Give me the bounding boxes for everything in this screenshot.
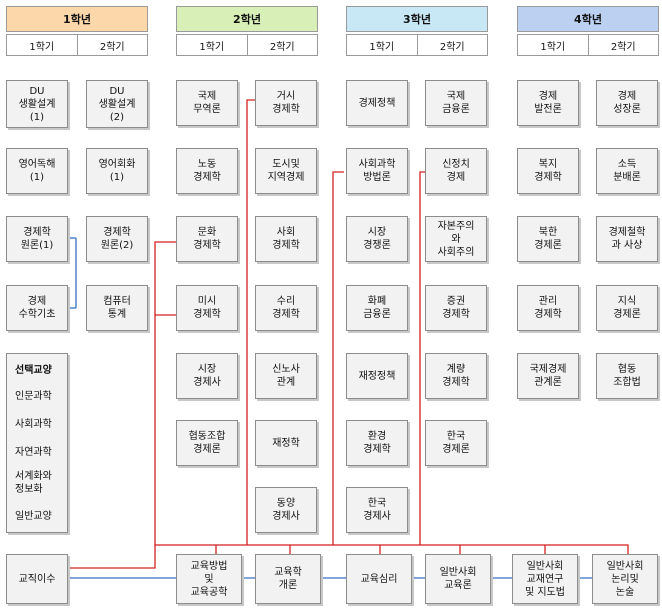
semester-row-year-3: 1학기 2학기 <box>346 34 488 56</box>
course-securities: 증권 경제학 <box>425 285 487 331</box>
course-philosophy: 경제철학 과 사상 <box>596 216 658 262</box>
course-korean-hist: 한국 경제사 <box>346 487 408 533</box>
course-soc-method: 사회과학 방법론 <box>346 148 408 194</box>
year-header-2: 2학년 <box>176 6 318 32</box>
semester-2: 2학기 <box>416 35 488 55</box>
course-computer-stats: 컴퓨터 통계 <box>86 285 148 331</box>
course-welfare: 복지 경제학 <box>517 148 579 194</box>
course-macro: 거시 경제학 <box>255 80 317 126</box>
course-fiscal-policy: 재정정책 <box>346 353 408 399</box>
course-development: 경제 발전론 <box>517 80 579 126</box>
course-econometrics: 계량 경제학 <box>425 353 487 399</box>
teaching-course-soc-edu: 일반사회 교육론 <box>425 554 491 604</box>
course-eng-conv: 영어회화 (1) <box>86 148 148 194</box>
teaching-course-intro: 교육학 개론 <box>255 554 321 604</box>
elective-item: 일반교양 <box>15 511 52 522</box>
elective-panel: 선택교양 인문과학 사회과학 자연과학 서계화와 정보화 일반교양 <box>6 353 68 533</box>
year-header-4: 4학년 <box>517 6 659 32</box>
course-social-econ: 사회 경제학 <box>255 216 317 262</box>
semester-2: 2학기 <box>76 35 148 55</box>
year-header-1: 1학년 <box>6 6 148 32</box>
course-environment: 환경 경제학 <box>346 420 408 466</box>
course-econ-policy: 경제정책 <box>346 80 408 126</box>
course-nk: 북한 경제론 <box>517 216 579 262</box>
course-growth: 경제 성장론 <box>596 80 658 126</box>
red-connectors <box>70 99 629 569</box>
course-du2: DU 생활설계 (2) <box>86 80 148 128</box>
semester-1: 1학기 <box>199 41 225 53</box>
year-header-3: 3학년 <box>346 6 488 32</box>
course-culture: 문화 경제학 <box>176 216 238 262</box>
teaching-course-methods: 교육방법 및 교육공학 <box>176 554 242 604</box>
elective-item: 사회과학 <box>15 419 52 430</box>
course-east-hist: 동양 경제사 <box>255 487 317 533</box>
teaching-course-materials: 일반사회 교재연구 및 지도법 <box>512 554 578 604</box>
course-finance: 재정학 <box>255 420 317 466</box>
course-knowledge: 지식 경제론 <box>596 285 658 331</box>
teaching-course-logic: 일반사회 논리및 논술 <box>592 554 658 604</box>
course-market-comp: 시장 경쟁론 <box>346 216 408 262</box>
course-intl-relations: 국제경제 관계론 <box>517 353 579 399</box>
teaching-track-label: 교직이수 <box>6 554 68 604</box>
course-micro: 미시 경제학 <box>176 285 238 331</box>
semester-1: 1학기 <box>369 41 395 53</box>
elective-item: 서계화와 정보화 <box>15 471 52 495</box>
course-coop: 협동조합 경제론 <box>176 420 238 466</box>
course-korean-econ: 한국 경제론 <box>425 420 487 466</box>
course-du1: DU 생활설계 (1) <box>6 80 68 128</box>
semester-1: 1학기 <box>540 41 566 53</box>
course-econ-intro1: 경제학 원론(1) <box>6 216 68 262</box>
semester-2: 2학기 <box>246 35 318 55</box>
elective-item: 인문과학 <box>15 391 52 402</box>
course-intl-finance: 국제 금융론 <box>425 80 487 126</box>
semester-2: 2학기 <box>587 35 659 55</box>
course-coop-law: 협동 조합법 <box>596 353 658 399</box>
elective-title: 선택교양 <box>15 365 52 376</box>
course-math-econ: 수리 경제학 <box>255 285 317 331</box>
semester-1: 1학기 <box>29 41 55 53</box>
course-management: 관리 경제학 <box>517 285 579 331</box>
semester-row-year-4: 1학기 2학기 <box>517 34 659 56</box>
semester-row-year-2: 1학기 2학기 <box>176 34 318 56</box>
course-intl-trade: 국제 무역론 <box>176 80 238 126</box>
course-income: 소득 분배론 <box>596 148 658 194</box>
elective-item: 자연과학 <box>15 447 52 458</box>
course-labor-rel: 신노사 관계 <box>255 353 317 399</box>
course-econ-math: 경제 수학기초 <box>6 285 68 331</box>
semester-row-year-1: 1학기 2학기 <box>6 34 148 56</box>
course-money: 화폐 금융론 <box>346 285 408 331</box>
course-econ-intro2: 경제학 원론(2) <box>86 216 148 262</box>
course-urban: 도시및 지역경제 <box>255 148 317 194</box>
course-political-econ: 신정치 경제 <box>425 148 487 194</box>
course-eng-reading: 영어독해 (1) <box>6 148 68 194</box>
course-market-hist: 시장 경제사 <box>176 353 238 399</box>
blue-connectors <box>67 237 595 579</box>
course-labor: 노동 경제학 <box>176 148 238 194</box>
teaching-course-psych: 교육심리 <box>346 554 412 604</box>
course-cap-soc: 자본주의 와 사회주의 <box>425 216 487 262</box>
